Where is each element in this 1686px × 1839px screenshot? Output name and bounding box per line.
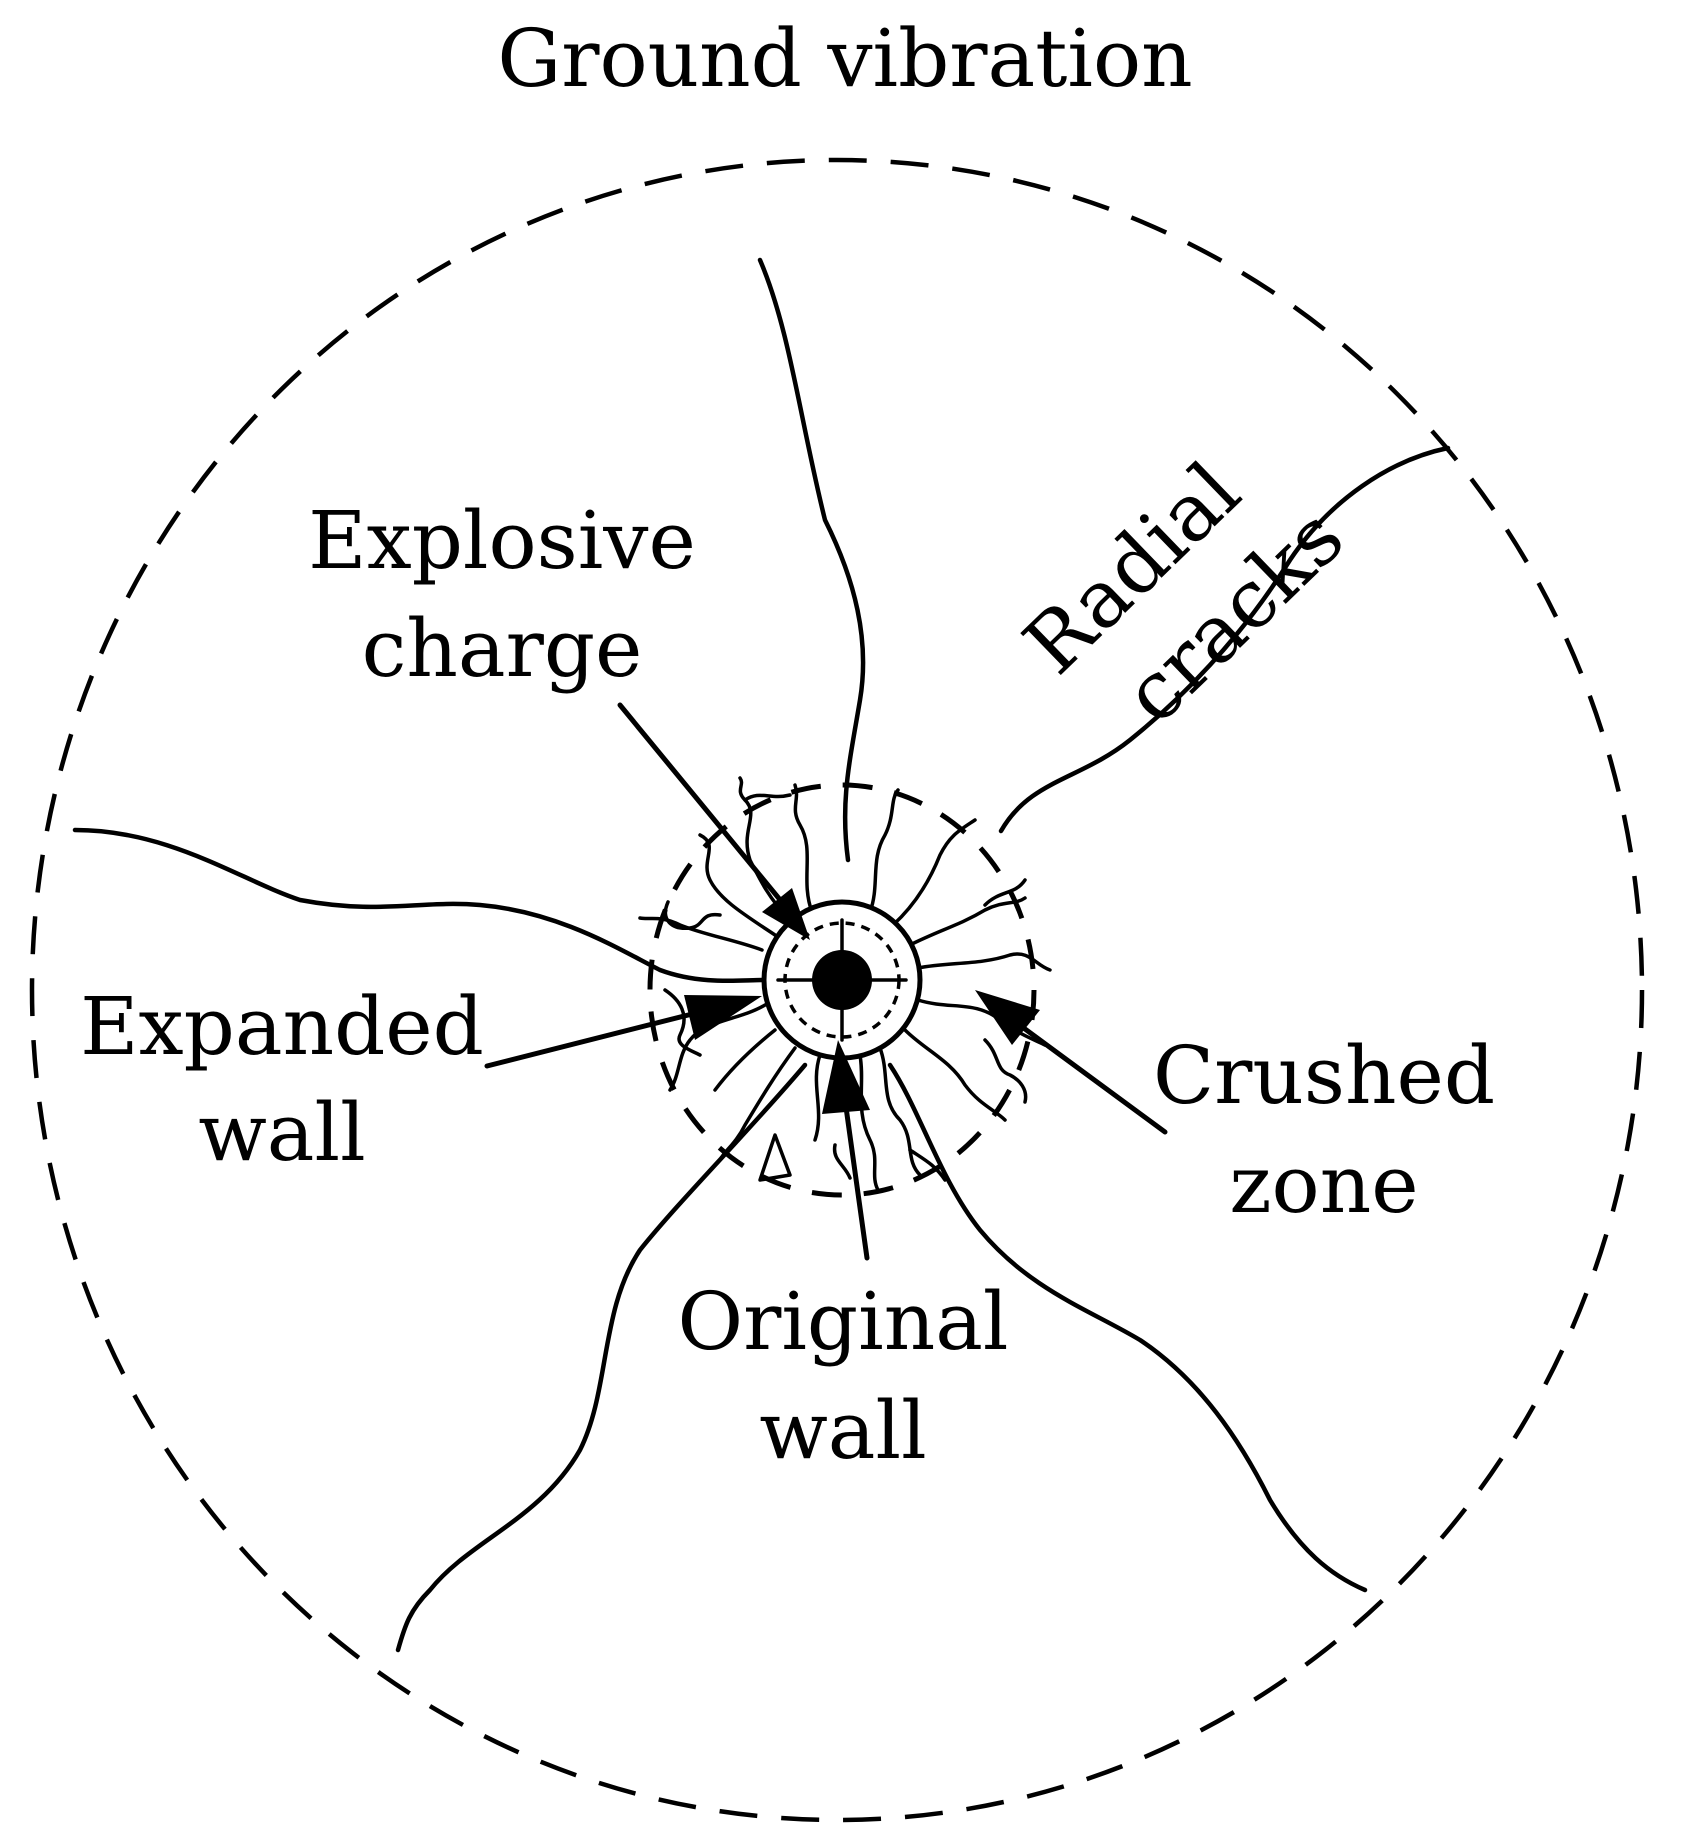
crushed-zone-label-line1: Crushed xyxy=(1153,1029,1495,1122)
crushed-crack xyxy=(698,833,777,937)
crushed-crack xyxy=(638,916,764,952)
labels: Ground vibration Explosive charge Radial… xyxy=(80,12,1495,1477)
spall-hook xyxy=(663,988,702,1057)
explosive-charge-label-line1: Explosive xyxy=(308,494,696,587)
radial-crack-top xyxy=(757,257,866,863)
expanded-wall-arrow xyxy=(484,1009,703,1069)
spall-hook xyxy=(908,1148,947,1182)
explosive-charge xyxy=(776,918,908,1042)
crushed-crack xyxy=(903,1028,1007,1122)
explosive-charge-label-line2: charge xyxy=(362,602,643,695)
radial-crack-top-right xyxy=(998,445,1451,834)
spall-hook xyxy=(832,1143,852,1180)
crushed-crack xyxy=(813,1053,822,1142)
original-wall-label-line2: wall xyxy=(759,1384,926,1477)
explosive-charge-arrowhead xyxy=(762,888,810,940)
ground-vibration-label: Ground vibration xyxy=(497,12,1192,105)
radial-crack-bottom-left xyxy=(395,1062,808,1653)
radial-crack-left xyxy=(72,827,765,984)
crushed-crack xyxy=(908,896,1027,947)
spall-hook xyxy=(983,878,1027,907)
crushed-zone-label-line2: zone xyxy=(1229,1138,1418,1231)
crushed-crack xyxy=(868,788,900,914)
crushed-crack xyxy=(858,1053,880,1192)
spall-hook xyxy=(663,900,722,930)
crushed-crack xyxy=(738,776,792,922)
crushed-crack xyxy=(718,1046,797,1162)
crushed-crack xyxy=(891,818,977,927)
pointer-arrows xyxy=(484,702,1168,1261)
crushed-crack xyxy=(878,1046,922,1177)
crushed-crack xyxy=(916,952,1052,972)
radial-cracks-label: Radial cracks xyxy=(1006,444,1361,741)
spall-hook xyxy=(743,793,792,802)
expanded-wall-arrowhead xyxy=(684,995,762,1040)
radial-crack-bottom-right xyxy=(887,1062,1368,1593)
spall-hook xyxy=(758,1133,792,1182)
expanded-wall-label-line1: Expanded xyxy=(80,980,484,1073)
charge-core xyxy=(812,950,872,1010)
spall-hook xyxy=(983,1038,1028,1104)
ground-vibration-boundary xyxy=(29,157,1645,1823)
radial-cracks xyxy=(72,257,1451,1653)
explosive-charge-arrow xyxy=(617,702,798,921)
crushed-crack xyxy=(713,1028,777,1092)
original-wall-arrow xyxy=(842,1097,870,1261)
expanded-wall-label-line2: wall xyxy=(198,1086,365,1179)
crushed-zone-arrow xyxy=(1007,1015,1168,1135)
crushed-zone-boundary xyxy=(647,782,1037,1198)
crushed-crack xyxy=(793,783,814,914)
original-wall-arrowhead xyxy=(822,1040,870,1114)
original-wall-label-line1: Original xyxy=(677,1275,1008,1368)
crushed-crack xyxy=(668,1003,767,1092)
crushed-zone-arrowhead xyxy=(975,990,1040,1045)
